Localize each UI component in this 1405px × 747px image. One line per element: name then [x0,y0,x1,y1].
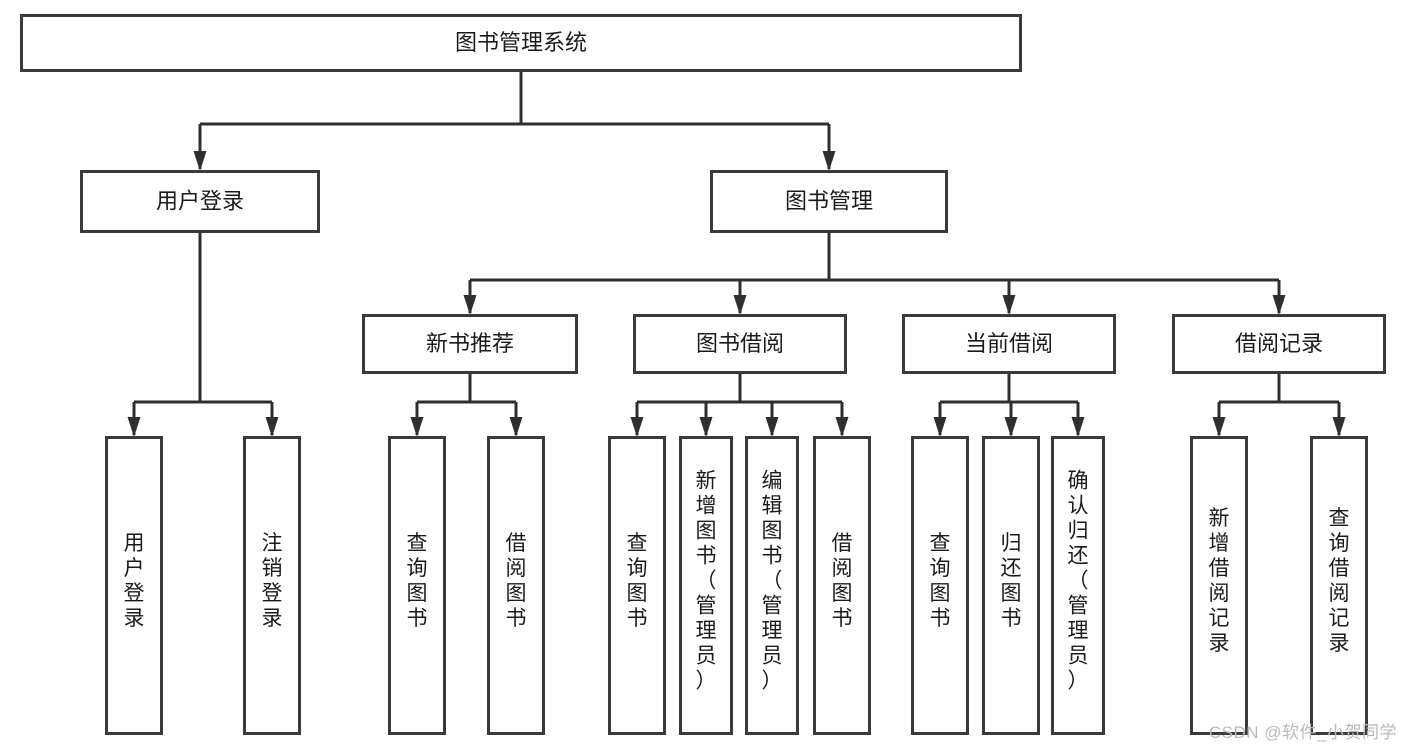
edge-group-book-manage [463,233,1286,315]
node-label: 查询图书 [930,532,951,630]
node-borrow-record[interactable]: 借阅记录 [1172,314,1386,374]
edge-group-user-login [127,233,279,437]
node-box [1310,436,1368,735]
node-label: 图书管理 [785,188,873,213]
node-book-borrow[interactable]: 图书借阅 [633,314,847,374]
arrow-head-icon [733,295,747,315]
arrow-head-icon [822,151,836,171]
node-leaf-logout[interactable]: 注销登录 [243,436,301,735]
node-user-login[interactable]: 用户登录 [80,170,320,233]
node-box [1190,436,1248,735]
node-label: 图书借阅 [696,331,784,356]
edge-group-borrow-record [1212,374,1346,437]
arrow-head-icon [193,151,207,171]
node-label: 查询借阅记录 [1329,507,1350,655]
node-label: 当前借阅 [965,331,1053,356]
node-root[interactable]: 图书管理系统 [20,14,1022,72]
node-label: 新增图书（管理员） [696,470,717,693]
node-label: 图书管理系统 [455,30,587,55]
node-label: 新书推荐 [426,331,514,356]
node-label: 确认归还（管理员） [1068,470,1089,693]
arrow-head-icon [699,417,713,437]
node-box [679,436,733,735]
node-box [105,436,163,735]
node-leaf-add-book[interactable]: 新增图书（管理员） [679,436,733,735]
node-label: 借阅图书 [506,532,527,630]
arrow-head-icon [1272,295,1286,315]
node-leaf-query-record[interactable]: 查询借阅记录 [1310,436,1368,735]
arrow-head-icon [835,417,849,437]
node-label: 借阅记录 [1235,331,1323,356]
node-label: 用户登录 [156,188,244,213]
edge-group-root [193,72,836,171]
arrow-head-icon [1332,417,1346,437]
arrow-head-icon [265,417,279,437]
node-box [710,170,948,233]
node-box [608,436,666,735]
node-box [243,436,301,735]
node-box [633,314,847,374]
node-leaf-user-login[interactable]: 用户登录 [105,436,163,735]
node-leaf-edit-book[interactable]: 编辑图书（管理员） [745,436,799,735]
arrow-head-icon [1002,295,1016,315]
arrow-head-icon [1212,417,1226,437]
node-label: 注销登录 [262,532,283,630]
node-label: 用户登录 [124,532,145,630]
node-box [745,436,799,735]
node-leaf-query-book-2[interactable]: 查询图书 [608,436,666,735]
node-box [487,436,545,735]
node-current-borrow[interactable]: 当前借阅 [902,314,1116,374]
arrow-head-icon [127,417,141,437]
node-label: 借阅图书 [832,532,853,630]
node-label: 查询图书 [407,532,428,630]
node-leaf-return-book[interactable]: 归还图书 [982,436,1040,735]
arrow-head-icon [765,417,779,437]
arrow-head-icon [410,417,424,437]
node-label: 编辑图书（管理员） [762,470,783,693]
node-box [20,14,1022,72]
node-leaf-confirm-return[interactable]: 确认归还（管理员） [1051,436,1105,735]
node-new-book-rec[interactable]: 新书推荐 [362,314,578,374]
arrow-head-icon [509,417,523,437]
arrow-head-icon [1071,417,1085,437]
node-box [388,436,446,735]
arrow-head-icon [463,295,477,315]
node-box [982,436,1040,735]
edge-group-book-borrow [630,374,849,437]
nodes-layer: 图书管理系统用户登录图书管理新书推荐图书借阅当前借阅借阅记录用户登录注销登录查询… [20,14,1386,735]
node-label: 新增借阅记录 [1209,507,1230,655]
arrow-head-icon [630,417,644,437]
connectors-layer [127,72,1346,437]
node-box [902,314,1116,374]
node-box [80,170,320,233]
node-leaf-add-record[interactable]: 新增借阅记录 [1190,436,1248,735]
node-box [813,436,871,735]
node-box [362,314,578,374]
node-box [911,436,969,735]
arrow-head-icon [1004,417,1018,437]
node-book-manage[interactable]: 图书管理 [710,170,948,233]
node-label: 查询图书 [627,532,648,630]
node-label: 归还图书 [1001,532,1022,630]
node-leaf-borrow-book-2[interactable]: 借阅图书 [813,436,871,735]
node-leaf-query-book-1[interactable]: 查询图书 [388,436,446,735]
node-leaf-query-book-3[interactable]: 查询图书 [911,436,969,735]
edge-group-current-borrow [933,374,1085,437]
node-box [1051,436,1105,735]
node-box [1172,314,1386,374]
watermark-text: CSDN @软件_小贺同学 [1208,723,1397,742]
arrow-head-icon [933,417,947,437]
node-leaf-borrow-book-1[interactable]: 借阅图书 [487,436,545,735]
edge-group-new-book-rec [410,374,523,437]
